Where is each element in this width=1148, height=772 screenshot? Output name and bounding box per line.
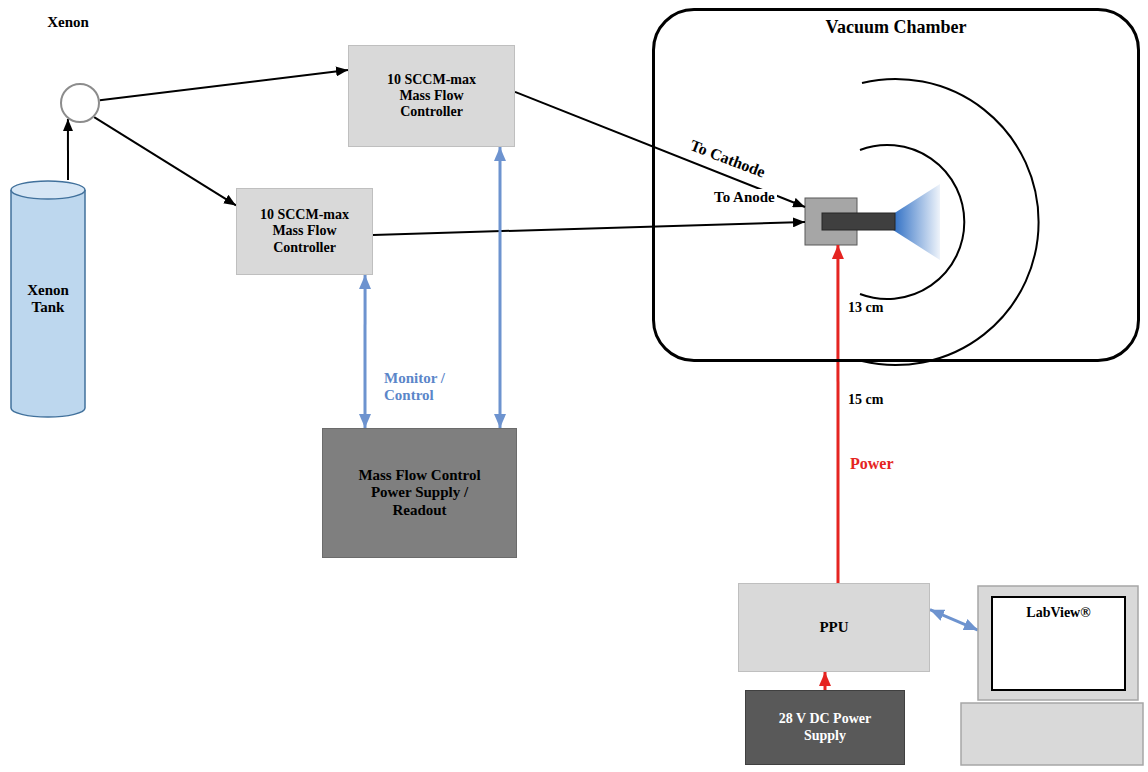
flow-controller-box: 10 SCCM-max Mass Flow Controller [236, 188, 373, 275]
connector [100, 70, 348, 100]
connector [363, 275, 366, 428]
connector [515, 92, 805, 207]
connector [67, 119, 69, 180]
node-text: 28 V DC Power Supply [768, 711, 883, 743]
computer-monitor: LabView® [960, 585, 1145, 768]
node-text: 10 SCCM-max Mass Flow Controller [250, 207, 360, 255]
connector [836, 245, 839, 583]
dimension-label: 15 cm [846, 392, 885, 408]
edge-label: Power [848, 455, 896, 473]
node-text: Mass Flow Control Power Supply / Readout [345, 467, 495, 519]
node-text: 10 SCCM-max Mass Flow Controller [377, 72, 487, 120]
node-text: Xenon [38, 14, 98, 31]
readout-box: Mass Flow Control Power Supply / Readout [322, 428, 517, 558]
connector [94, 117, 236, 205]
gas-tank: Xenon Tank [10, 180, 86, 418]
connector [498, 147, 501, 428]
power-supply-box: 28 V DC Power Supply [745, 690, 905, 765]
edge-label: Monitor / Control [382, 370, 468, 405]
flow-controller-box: 10 SCCM-max Mass Flow Controller [348, 45, 515, 147]
connector [373, 222, 805, 235]
node-text: Xenon Tank [17, 282, 79, 317]
node-text: PPU [819, 619, 848, 636]
vacuum-chamber: Vacuum Chamber [652, 8, 1140, 362]
gas-junction: Xenon [60, 83, 100, 123]
node-text: Vacuum Chamber [826, 17, 967, 38]
connector [823, 672, 826, 690]
ppu-box: PPU [738, 583, 930, 672]
dimension-label: 13 cm [846, 300, 885, 316]
thruster-nozzle [822, 213, 895, 230]
node-text: LabView® [992, 605, 1125, 621]
ion-plume [893, 184, 940, 260]
connector [930, 610, 978, 630]
edge-label: To Anode [712, 189, 777, 206]
